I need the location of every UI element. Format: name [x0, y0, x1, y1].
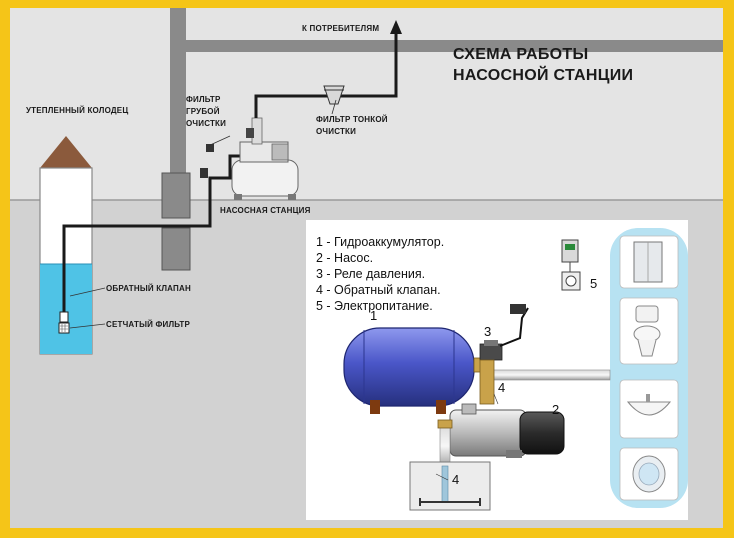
- supply-pipe: [62, 154, 250, 318]
- diagram-frame: К ПОТРЕБИТЕЛЯМ СХЕМА РАБОТЫ НАСОСНОЙ СТА…: [10, 8, 723, 528]
- legend-item: 3 - Реле давления.: [316, 267, 426, 281]
- pump-icon: [449, 403, 565, 458]
- sink-icon: [619, 379, 679, 439]
- to-consumers-label: К ПОТРЕБИТЕЛЯМ: [302, 24, 380, 33]
- insulated-well-label: УТЕПЛЕННЫЙ КОЛОДЕЦ: [26, 106, 129, 115]
- well-roof: [40, 136, 92, 168]
- distribution-pipe: [487, 369, 611, 381]
- fine-filter-label: ФИЛЬТР ТОНКОЙ ОЧИСТКИ: [316, 114, 388, 138]
- foundation-block: [161, 227, 191, 271]
- fitting-brass: [479, 359, 495, 405]
- callout-1: 1: [370, 308, 378, 323]
- power-outlet-icon: [561, 239, 581, 291]
- legend-item: 4 - Обратный клапан.: [316, 283, 441, 297]
- wall-block: [161, 172, 191, 219]
- fine-filter-line-2: ОЧИСТКИ: [316, 127, 357, 136]
- output-pipe: [254, 32, 398, 118]
- callout-4-suction: 4: [452, 472, 460, 487]
- coarse-filter-icon: [206, 144, 214, 152]
- coarse-filter-line-1: ФИЛЬТР: [186, 95, 221, 104]
- check-valve-icon: [59, 311, 69, 323]
- mesh-filter-label: СЕТЧАТЫЙ ФИЛЬТР: [106, 320, 191, 329]
- callout-3: 3: [484, 324, 492, 339]
- room-wall: [10, 8, 723, 200]
- title-line-2: НАСОСНОЙ СТАНЦИИ: [453, 67, 634, 84]
- coarse-filter-label: ФИЛЬТР ГРУБОЙ ОЧИСТКИ: [186, 94, 226, 130]
- callout-4-valve: 4: [498, 380, 506, 395]
- check-valve-fitting: [437, 419, 453, 429]
- legend-item: 2 - Насос.: [316, 251, 374, 265]
- pump-station-icon: [231, 117, 299, 200]
- water-heater-icon: [619, 447, 679, 501]
- title-line-1: СХЕМА РАБОТЫ: [453, 46, 589, 63]
- mesh-filter-icon: [58, 322, 70, 334]
- house-column: [170, 8, 186, 188]
- coarse-filter-line-2: ГРУБОЙ: [186, 107, 220, 116]
- callout-2: 2: [552, 402, 560, 417]
- fine-filter-line-1: ФИЛЬТР ТОНКОЙ: [316, 115, 388, 124]
- shower-cabin-icon: [619, 235, 679, 289]
- diagram-artwork: [10, 8, 723, 528]
- legend: 1 - Гидроаккумулятор. 2 - Насос. 3 - Рел…: [316, 234, 506, 314]
- well-water: [40, 264, 92, 354]
- page-title: СХЕМА РАБОТЫ НАСОСНОЙ СТАНЦИИ: [453, 44, 633, 86]
- power-plug-icon: [510, 304, 526, 314]
- legend-item: 5 - Электропитание.: [316, 299, 433, 313]
- arrow-up-icon: [390, 20, 402, 34]
- coarse-filter-line-3: ОЧИСТКИ: [186, 119, 227, 128]
- ceiling-beam: [186, 40, 723, 52]
- toilet-icon: [619, 297, 679, 365]
- valve-icon: [200, 168, 208, 178]
- callout-5: 5: [590, 276, 598, 291]
- legend-item: 1 - Гидроаккумулятор.: [316, 235, 445, 249]
- pump-station-label: НАСОСНАЯ СТАНЦИЯ: [220, 206, 311, 215]
- check-valve-label: ОБРАТНЫЙ КЛАПАН: [106, 284, 191, 293]
